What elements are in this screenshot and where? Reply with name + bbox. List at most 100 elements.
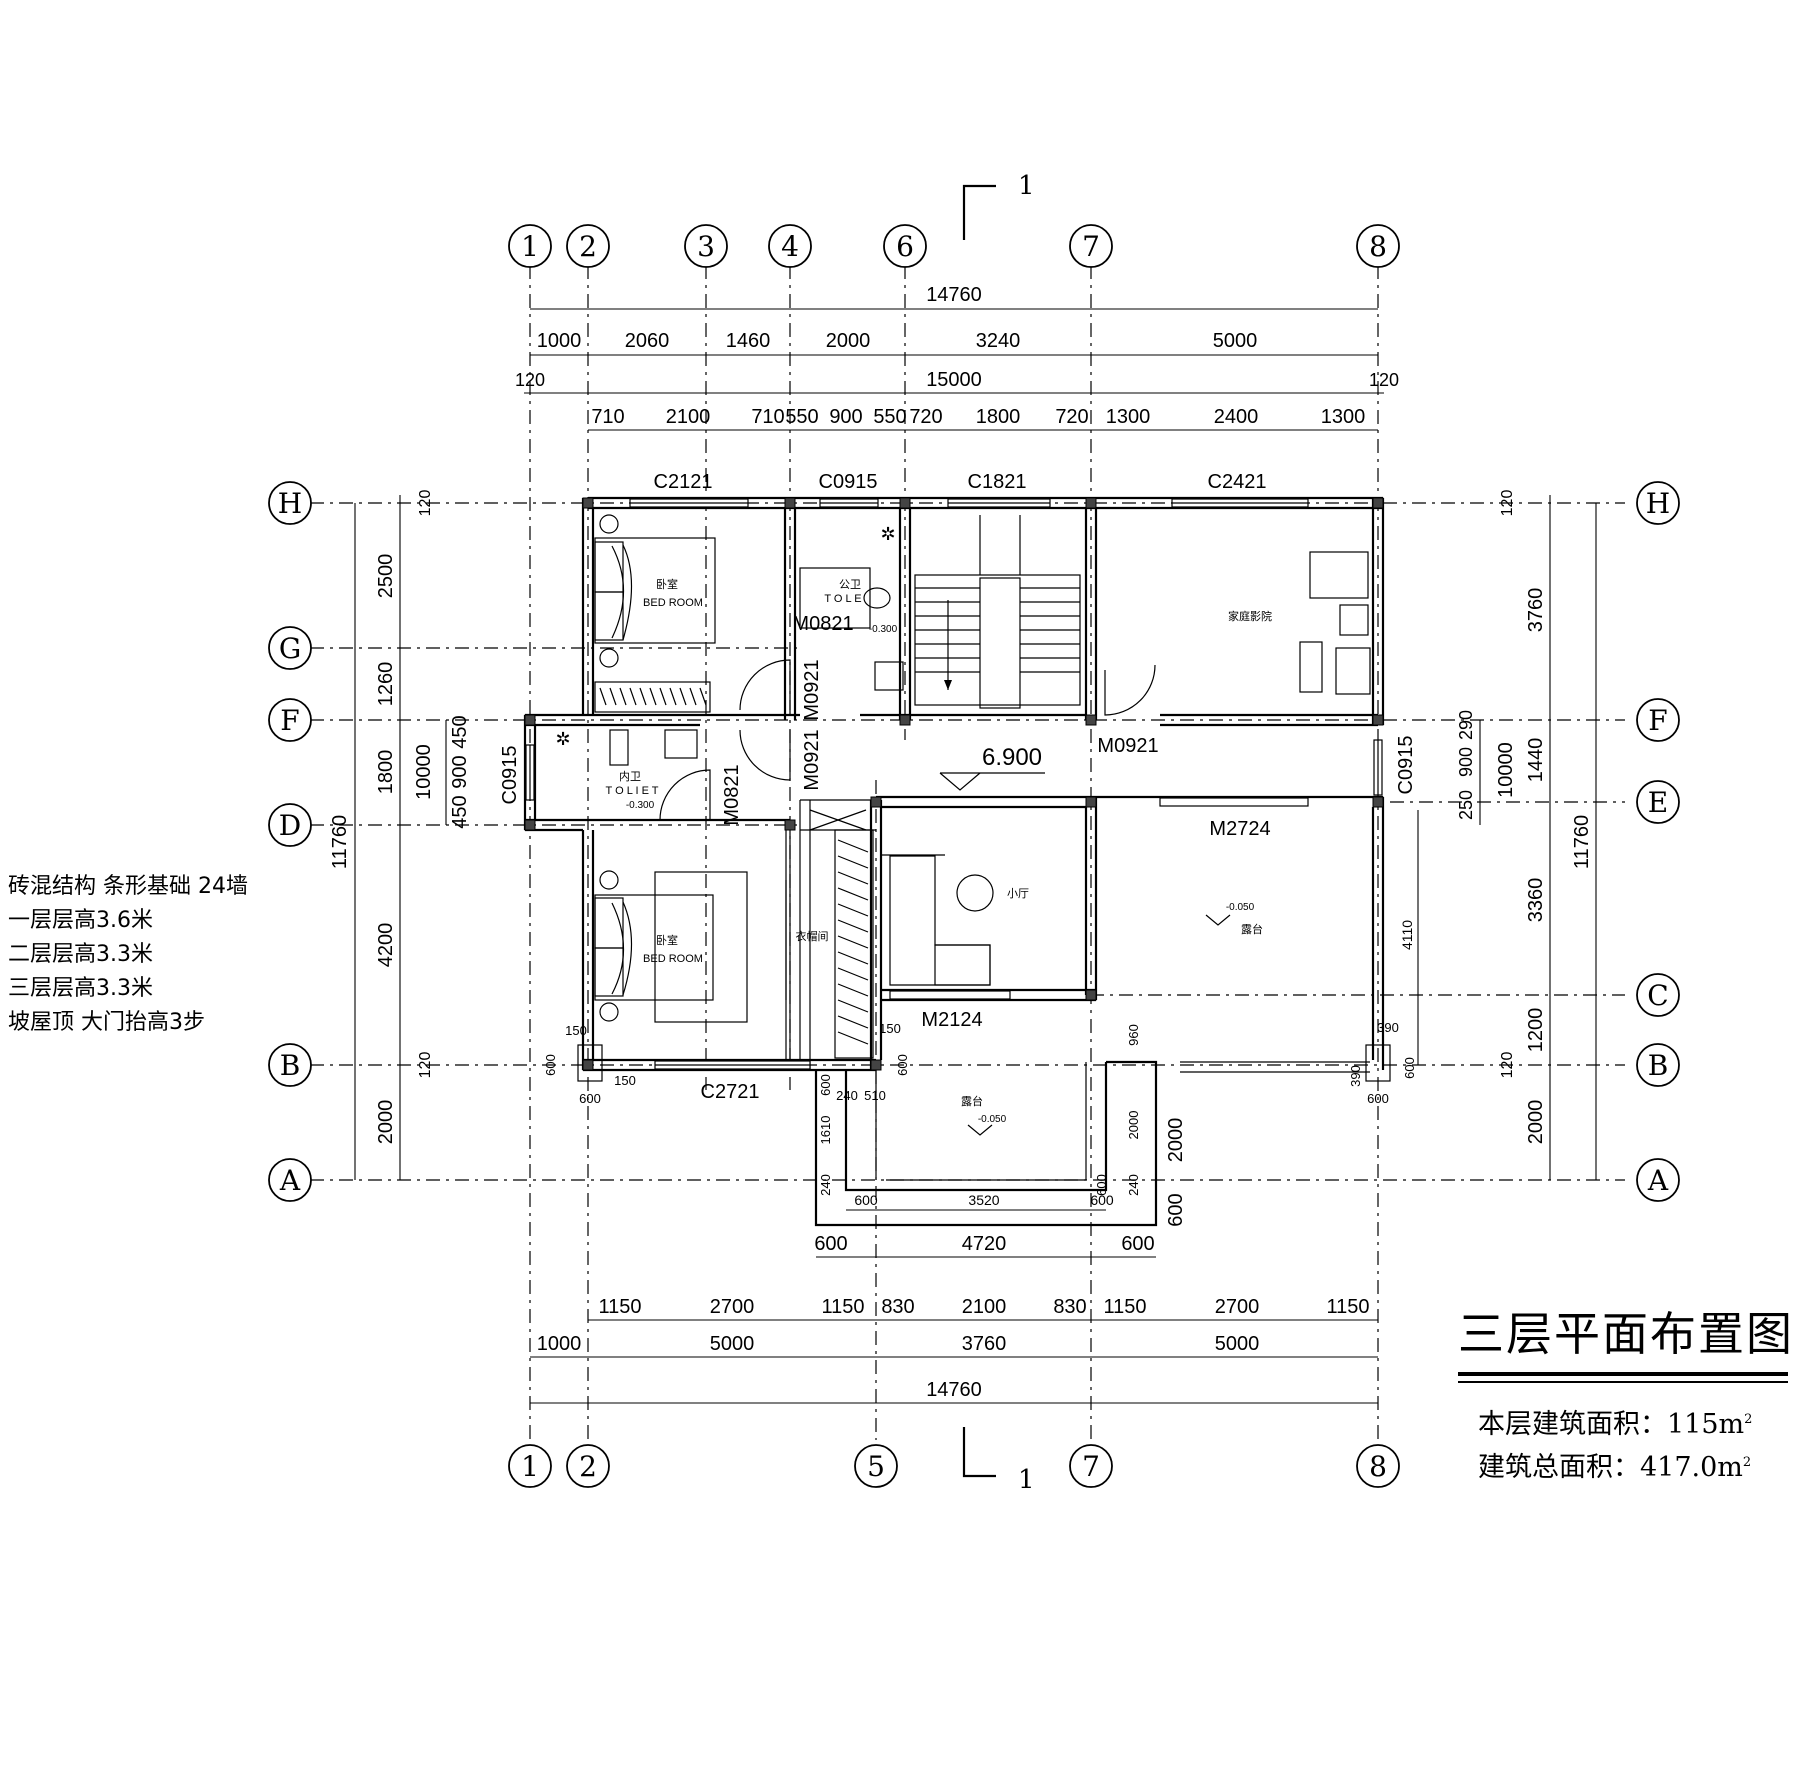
svg-text:6.900: 6.900 [982, 744, 1042, 771]
axis-left-h: H [278, 487, 302, 520]
svg-text:150: 150 [879, 1021, 901, 1036]
total-area: 建筑总面积：417.0m2 [1478, 1452, 1752, 1483]
dims-right: 11760 120 3760 1440 3360 1200 120 2000 1… [1399, 490, 1597, 1180]
note-line: 三层层高3.3米 [8, 976, 153, 1001]
svg-text:2000: 2000 [1165, 1118, 1187, 1163]
svg-text:内卫: 内卫 [619, 769, 641, 783]
svg-text:3360: 3360 [1525, 878, 1547, 923]
svg-text:T O L E: T O L E [824, 593, 861, 605]
door-m0921-b: M0921 [801, 729, 823, 790]
svg-text:600: 600 [814, 1233, 847, 1255]
svg-text:1200: 1200 [1525, 1008, 1547, 1053]
svg-text:1150: 1150 [598, 1296, 641, 1318]
svg-text:600: 600 [1094, 1174, 1109, 1196]
svg-text:450: 450 [449, 795, 471, 828]
svg-text:1800: 1800 [375, 750, 397, 795]
window-c0915-top: C0915 [819, 471, 878, 493]
axis-bubbles-right: H F E C B A [1636, 481, 1680, 1202]
home-theater: 家庭影院 [1228, 551, 1371, 695]
public-wc: 公卫 T O L E -0.300 ✲ [799, 524, 904, 691]
svg-text:14760: 14760 [926, 1379, 982, 1401]
construction-notes: 砖混结构 条形基础 24墙 一层层高3.6米 二层层高3.3米 三层层高3.3米… [8, 870, 248, 1040]
svg-text:1800: 1800 [976, 406, 1021, 428]
svg-text:390: 390 [1348, 1065, 1363, 1087]
axis-top-8: 8 [1369, 230, 1387, 263]
svg-text:4110: 4110 [1399, 920, 1415, 950]
svg-text:11760: 11760 [1571, 815, 1593, 869]
bedroom-1: 卧室 BED ROOM [594, 514, 716, 713]
svg-text:2700: 2700 [710, 1296, 755, 1318]
svg-text:1150: 1150 [1326, 1296, 1369, 1318]
svg-text:240: 240 [818, 1174, 833, 1196]
window-c0915-right: C0915 [1395, 736, 1417, 795]
windows: C2121 C0915 C1821 C2421 C0915 C0915 C272… [499, 471, 1417, 1103]
svg-text:公卫: 公卫 [839, 578, 861, 591]
axis-bottom-5: 5 [867, 1450, 885, 1483]
walls [523, 496, 1391, 1227]
svg-text:衣帽间: 衣帽间 [796, 929, 829, 943]
svg-text:120: 120 [1369, 370, 1399, 390]
svg-text:1150: 1150 [1103, 1296, 1146, 1318]
svg-text:卧室: 卧室 [656, 933, 678, 947]
axis-bottom-1: 1 [521, 1450, 539, 1483]
window-c0915-left: C0915 [499, 746, 521, 805]
svg-text:1000: 1000 [537, 1333, 582, 1355]
svg-text:T O L I E T: T O L I E T [606, 785, 659, 797]
svg-text:830: 830 [1053, 1296, 1086, 1318]
svg-text:600: 600 [895, 1054, 910, 1076]
note-line: 砖混结构 条形基础 24墙 [8, 874, 248, 899]
svg-text:290: 290 [1456, 710, 1476, 740]
svg-text:120: 120 [417, 490, 434, 517]
plant-icon: ✲ [880, 524, 895, 544]
svg-text:150: 150 [565, 1023, 587, 1038]
svg-text:1300: 1300 [1106, 406, 1151, 428]
axis-left-b: B [280, 1049, 301, 1082]
axis-bottom-7: 7 [1082, 1450, 1100, 1483]
svg-text:2000: 2000 [1126, 1111, 1141, 1140]
svg-text:3240: 3240 [976, 330, 1021, 352]
axis-top-4: 4 [781, 230, 799, 263]
axis-right-h: H [1646, 487, 1670, 520]
axis-right-c: C [1647, 979, 1668, 1012]
svg-text:1440: 1440 [1525, 738, 1547, 783]
door-m0821-top: M0821 [792, 613, 853, 635]
svg-text:1: 1 [1018, 171, 1035, 201]
note-line: 坡屋顶 大门抬高3步 [8, 1010, 205, 1035]
svg-text:600: 600 [818, 1074, 833, 1096]
svg-text:2000: 2000 [375, 1100, 397, 1145]
svg-text:2700: 2700 [1215, 1296, 1260, 1318]
axis-bubbles-left: H G F D B A [268, 481, 312, 1202]
svg-text:14760: 14760 [926, 284, 982, 306]
svg-text:小厅: 小厅 [1007, 887, 1029, 900]
svg-text:720: 720 [909, 406, 942, 428]
svg-text:600: 600 [543, 1054, 558, 1076]
svg-text:2000: 2000 [826, 330, 871, 352]
svg-text:2000: 2000 [1525, 1100, 1547, 1145]
svg-text:10000: 10000 [1495, 742, 1517, 798]
svg-text:240: 240 [836, 1088, 858, 1103]
svg-text:720: 720 [1055, 406, 1088, 428]
section-mark-bottom: 1 [962, 1427, 1035, 1495]
svg-text:卧室: 卧室 [656, 577, 678, 591]
svg-text:900: 900 [449, 755, 471, 788]
axis-right-b: B [1648, 1049, 1669, 1082]
axis-left-f: F [280, 704, 299, 737]
svg-text:15000: 15000 [926, 369, 982, 391]
svg-text:450: 450 [449, 715, 471, 748]
window-c2421: C2421 [1208, 471, 1267, 493]
axis-right-a: A [1647, 1164, 1669, 1197]
door-m0921-theater: M0921 [1097, 735, 1158, 757]
axis-top-2: 2 [579, 230, 597, 263]
svg-text:710: 710 [591, 406, 624, 428]
svg-text:5000: 5000 [1215, 1333, 1260, 1355]
svg-text:900: 900 [1456, 747, 1476, 777]
terrace-right: -0.050 露台 [1205, 902, 1263, 936]
svg-text:600: 600 [1402, 1057, 1417, 1079]
svg-text:1460: 1460 [726, 330, 771, 352]
axis-top-3: 3 [697, 230, 715, 263]
svg-text:830: 830 [881, 1296, 914, 1318]
svg-text:-0.300: -0.300 [869, 624, 898, 635]
axis-right-f: F [1648, 704, 1667, 737]
svg-text:-0.050: -0.050 [978, 1114, 1007, 1125]
